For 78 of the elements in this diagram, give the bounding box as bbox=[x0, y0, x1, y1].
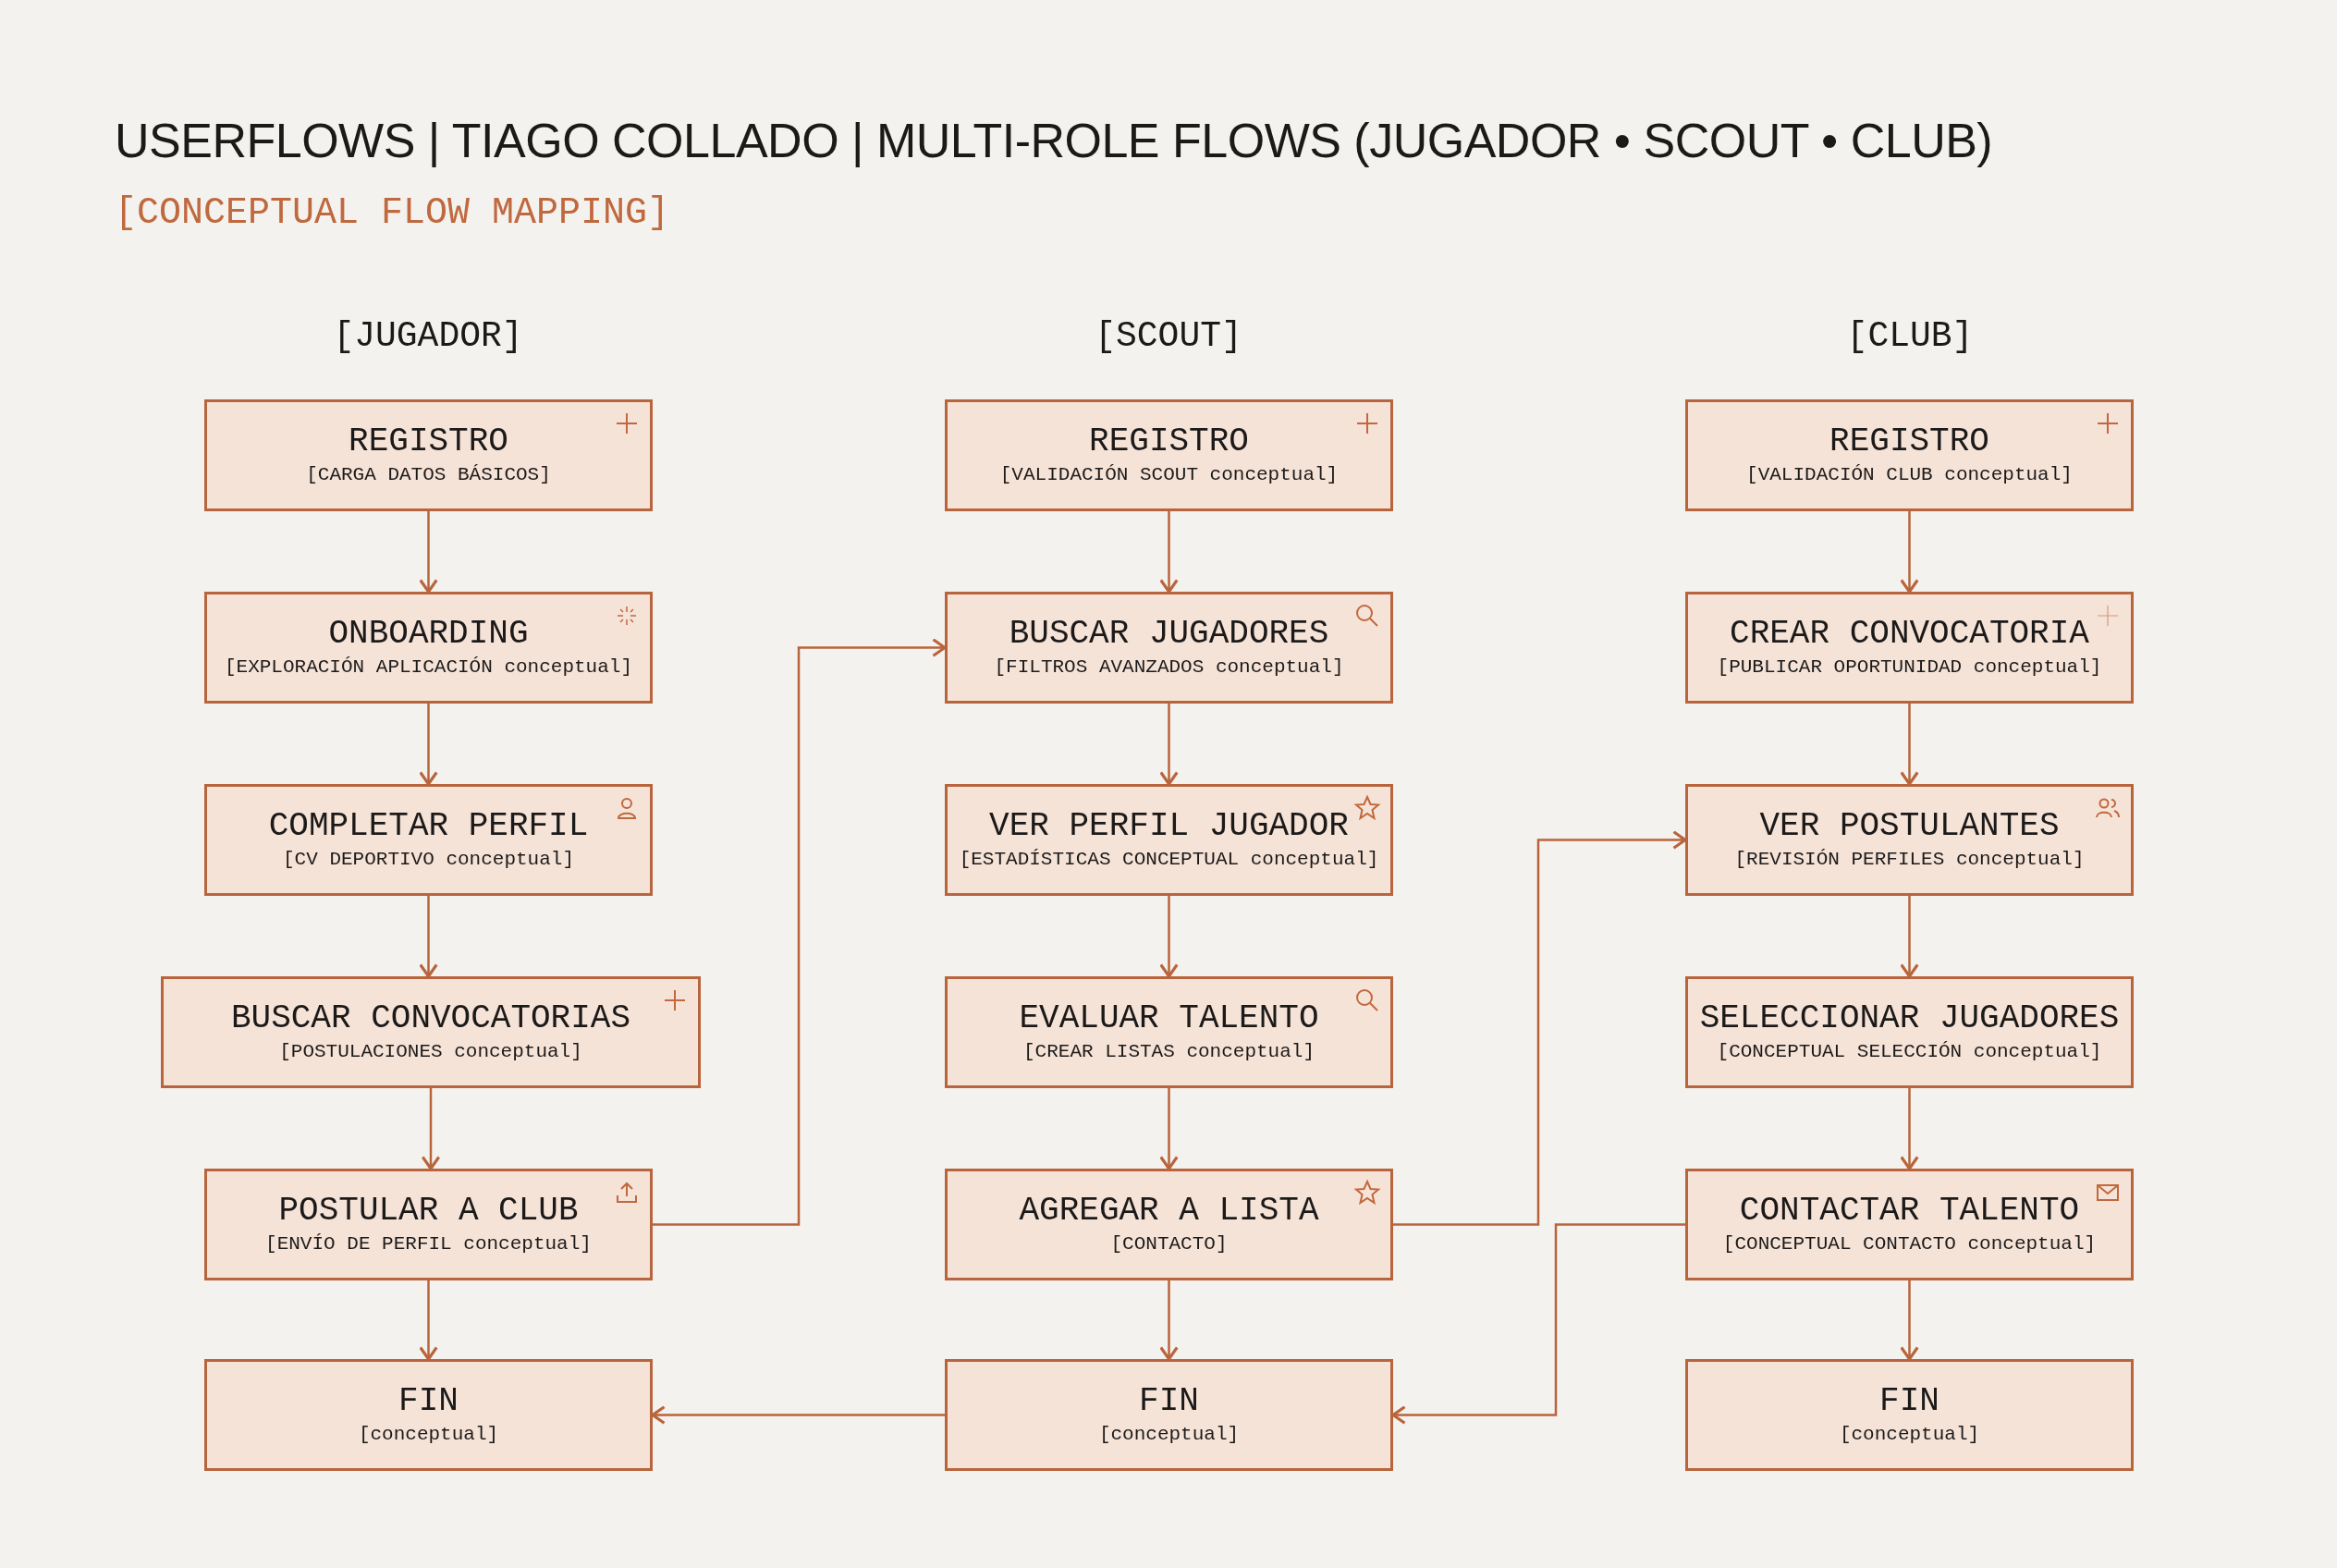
step-description: [PUBLICAR OPORTUNIDAD conceptual] bbox=[1717, 655, 2102, 680]
process-box bbox=[204, 399, 653, 511]
arrow bbox=[1159, 1280, 1179, 1361]
column-header: [SCOUT] bbox=[1095, 316, 1242, 356]
column-header: [JUGADOR] bbox=[333, 316, 523, 356]
process-box bbox=[1685, 592, 2134, 704]
column-header: [CLUB] bbox=[1846, 316, 1974, 356]
step-description: [conceptual] bbox=[1098, 1423, 1240, 1448]
step-title: BUSCAR CONVOCATORIAS bbox=[230, 998, 631, 1039]
arrow bbox=[1900, 511, 1919, 594]
step-description: [CONCEPTUAL SELECCIÓN conceptual] bbox=[1717, 1040, 2102, 1065]
step-title: FIN bbox=[1139, 1381, 1199, 1422]
step-title: AGREGAR A LISTA bbox=[1019, 1191, 1319, 1231]
arrow bbox=[1159, 511, 1179, 594]
arrow bbox=[419, 511, 438, 594]
step-description: [REVISIÓN PERFILES conceptual] bbox=[1734, 848, 2085, 873]
step-title: COMPLETAR PERFIL bbox=[268, 806, 589, 847]
step-title: REGISTRO bbox=[1089, 422, 1249, 462]
step-title: FIN bbox=[1879, 1381, 1939, 1422]
process-box bbox=[161, 976, 701, 1088]
diagram-title: USERFLOWS | TIAGO COLLADO | MULTI-ROLE FLOWS (JUGADOR • SCOUT • CLUB) bbox=[115, 113, 1993, 168]
step-title: VER PERFIL JUGADOR bbox=[989, 806, 1349, 847]
process-box bbox=[204, 784, 653, 896]
process-box bbox=[945, 1169, 1393, 1280]
process-box bbox=[204, 1359, 653, 1471]
process-box bbox=[1685, 1359, 2134, 1471]
step-title: FIN bbox=[398, 1381, 459, 1422]
arrow bbox=[1900, 1280, 1919, 1361]
arrow bbox=[419, 896, 438, 978]
arrow bbox=[1159, 896, 1179, 978]
step-title: POSTULAR A CLUB bbox=[278, 1191, 579, 1231]
process-box bbox=[1685, 976, 2134, 1088]
step-description: [CONTACTO] bbox=[1110, 1232, 1228, 1257]
arrow bbox=[651, 1405, 945, 1425]
arrow bbox=[1900, 704, 1919, 786]
process-box bbox=[945, 784, 1393, 896]
process-box bbox=[1685, 1169, 2134, 1280]
step-description: [CARGA DATOS BÁSICOS] bbox=[306, 463, 551, 488]
arrow bbox=[419, 1280, 438, 1361]
process-box bbox=[945, 976, 1393, 1088]
arrow bbox=[1391, 1223, 1685, 1425]
process-box bbox=[204, 1169, 653, 1280]
step-description: [CONCEPTUAL CONTACTO conceptual] bbox=[1722, 1232, 2097, 1257]
arrow bbox=[1393, 830, 1687, 1226]
step-title: BUSCAR JUGADORES bbox=[1009, 614, 1329, 655]
step-title: EVALUAR TALENTO bbox=[1019, 998, 1319, 1039]
step-title: REGISTRO bbox=[1829, 422, 1989, 462]
step-description: [VALIDACIÓN SCOUT conceptual] bbox=[999, 463, 1339, 488]
step-description: [ENVÍO DE PERFIL conceptual] bbox=[265, 1232, 592, 1257]
process-box bbox=[945, 399, 1393, 511]
step-title: ONBOARDING bbox=[328, 614, 529, 655]
arrow bbox=[1159, 1088, 1179, 1170]
step-title: VER POSTULANTES bbox=[1759, 806, 2060, 847]
step-title: SELECCIONAR JUGADORES bbox=[1699, 998, 2120, 1039]
step-description: [POSTULACIONES conceptual] bbox=[279, 1040, 582, 1065]
process-box bbox=[1685, 399, 2134, 511]
step-title: REGISTRO bbox=[349, 422, 508, 462]
process-box bbox=[945, 1359, 1393, 1471]
process-box bbox=[204, 592, 653, 704]
arrow bbox=[653, 638, 947, 1226]
arrow bbox=[1900, 1088, 1919, 1170]
step-description: [conceptual] bbox=[1839, 1423, 1980, 1448]
process-box bbox=[1685, 784, 2134, 896]
step-description: [CV DEPORTIVO conceptual] bbox=[282, 848, 575, 873]
step-description: [FILTROS AVANZADOS conceptual] bbox=[994, 655, 1344, 680]
process-box bbox=[945, 592, 1393, 704]
arrow bbox=[419, 704, 438, 786]
step-description: [EXPLORACIÓN APLICACIÓN conceptual] bbox=[224, 655, 633, 680]
subtitle: [CONCEPTUAL FLOW MAPPING] bbox=[115, 192, 670, 234]
arrow bbox=[1159, 704, 1179, 786]
arrow bbox=[1900, 896, 1919, 978]
step-description: [CREAR LISTAS conceptual] bbox=[1022, 1040, 1315, 1065]
step-title: CONTACTAR TALENTO bbox=[1739, 1191, 2080, 1231]
step-description: [VALIDACIÓN CLUB conceptual] bbox=[1746, 463, 2073, 488]
step-title: CREAR CONVOCATORIA bbox=[1730, 614, 2089, 655]
step-description: [ESTADÍSTICAS CONCEPTUAL conceptual] bbox=[959, 848, 1379, 873]
arrow bbox=[421, 1088, 441, 1170]
step-description: [conceptual] bbox=[358, 1423, 499, 1448]
